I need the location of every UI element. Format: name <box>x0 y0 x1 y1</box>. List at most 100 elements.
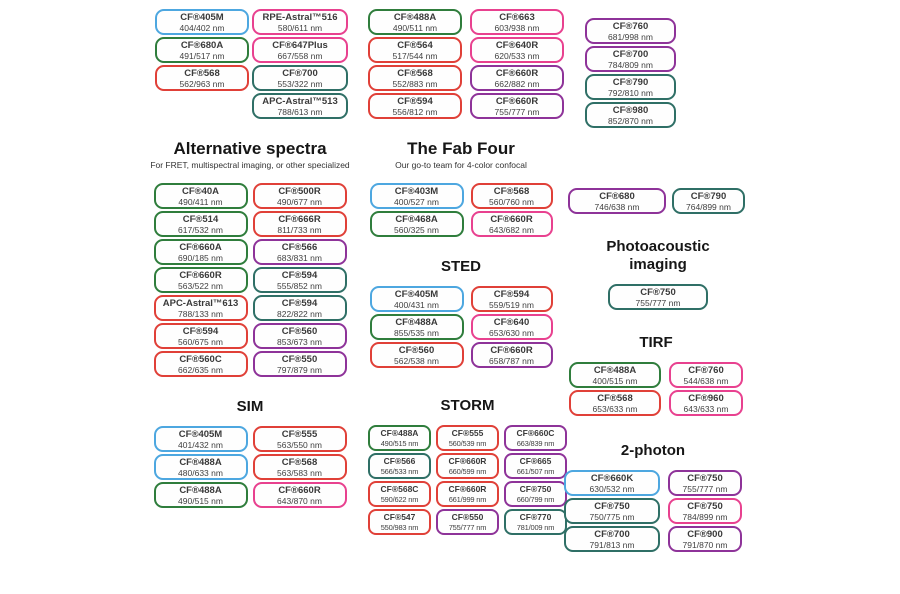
dye-ex-em-range: 550/983 nm <box>380 522 419 532</box>
dye-name: CF®680 <box>599 190 635 202</box>
dye-ex-em-range: 643/633 nm <box>683 403 729 414</box>
dye-ex-em-range: 746/638 nm <box>594 201 640 212</box>
section-title-tirf: TIRF <box>639 334 673 351</box>
dye-name: CF®660R <box>490 344 533 356</box>
dye-ex-em-range: 784/899 nm <box>682 511 728 522</box>
dye-name: CF®660C <box>516 427 555 438</box>
dye-ex-em-range: 852/870 nm <box>608 115 653 126</box>
dye-ex-em-range: 653/630 nm <box>489 327 534 338</box>
dye-name: CF®660K <box>590 472 634 484</box>
dye-ex-em-range: 663/839 nm <box>516 438 555 448</box>
dye-name: CF®405M <box>394 288 439 300</box>
dye-name: CF®550 <box>281 353 318 365</box>
dye-name: CF®594 <box>493 288 530 300</box>
dye-name: CF®750 <box>594 500 630 512</box>
dye-name: CF®760 <box>612 20 649 32</box>
dye-ex-em-range: 792/810 nm <box>608 87 653 98</box>
section-title-sim: SIM <box>236 398 264 415</box>
dye-name: CF®760 <box>688 364 724 376</box>
